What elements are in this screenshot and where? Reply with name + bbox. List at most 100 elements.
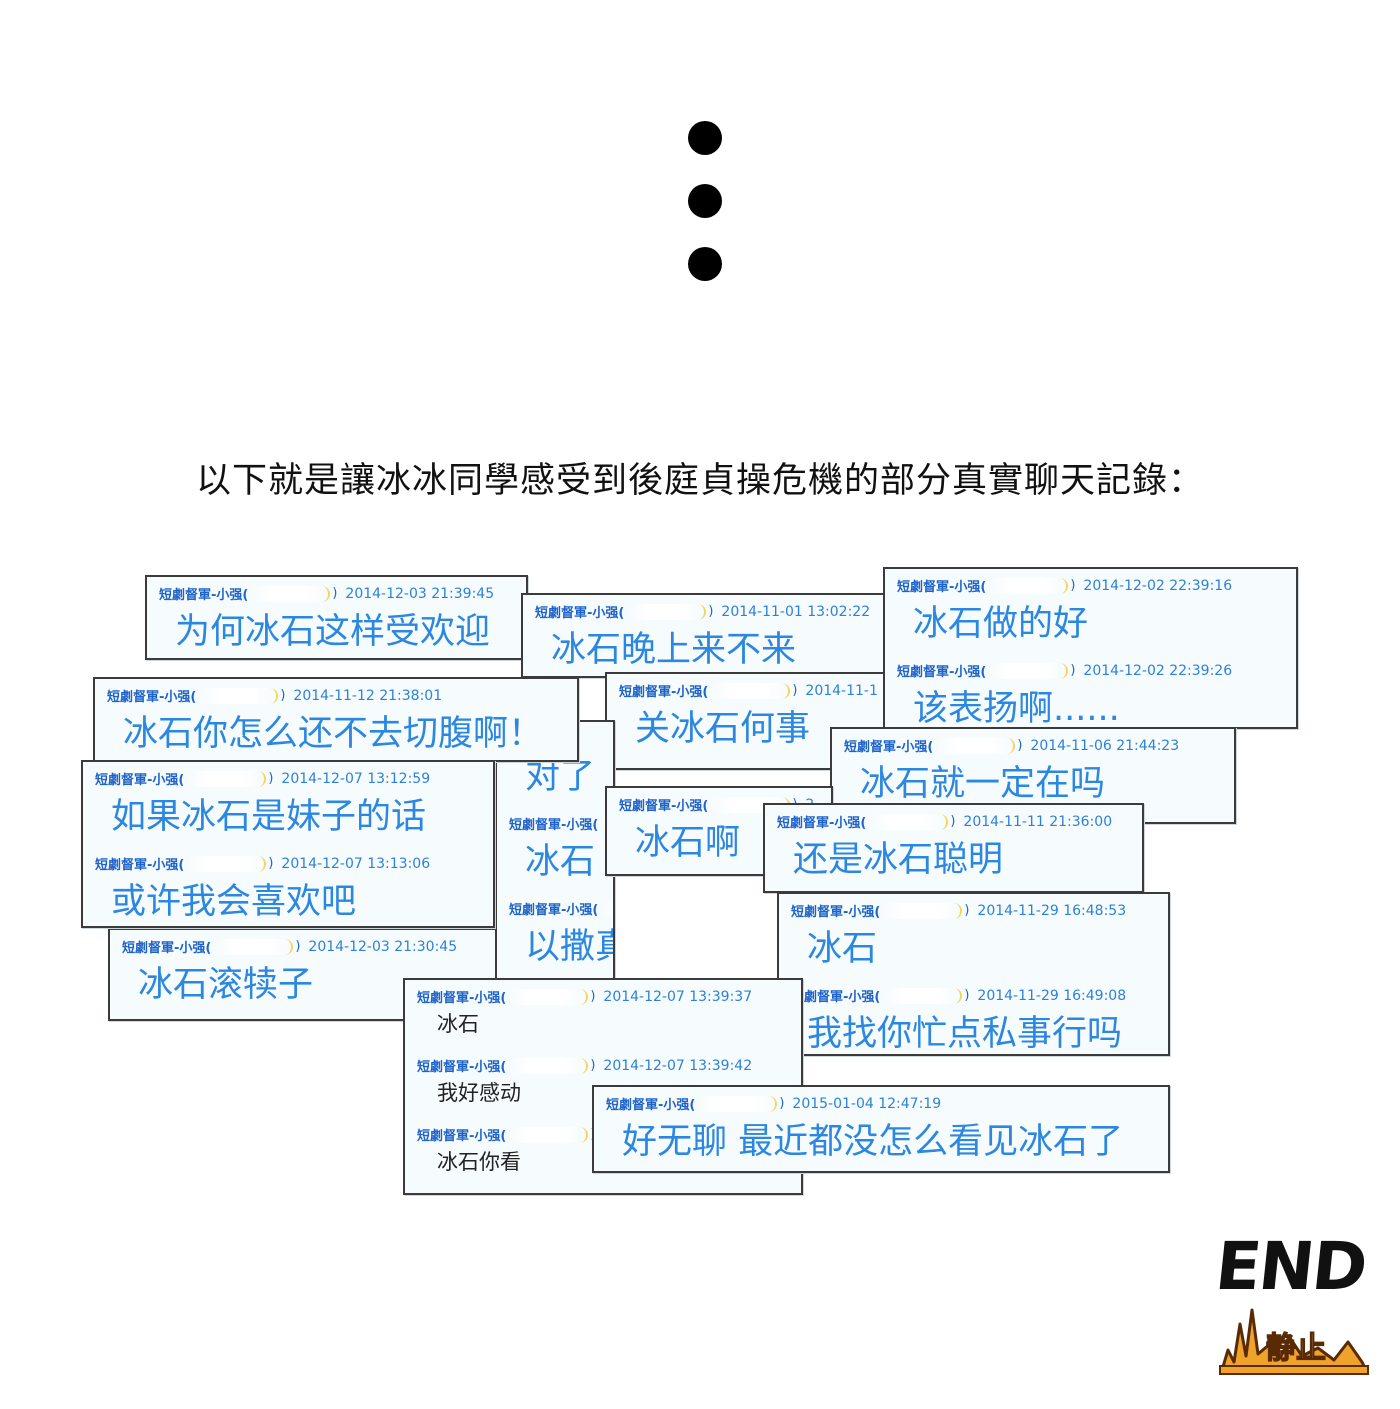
caption: 以下就是讓冰冰同學感受到後庭貞操危機的部分真實聊天記錄：	[195, 461, 1204, 501]
ellipsis-dot	[688, 184, 722, 218]
timestamp: 2015-01-04 12:47:19	[792, 1095, 942, 1112]
sender-close: )	[268, 856, 274, 871]
sender-name: 短劇督軍-小强(	[619, 799, 709, 814]
sender-name: 短劇督軍-小强(	[95, 773, 185, 788]
sender-close: )	[964, 988, 970, 1003]
redacted-id	[198, 687, 279, 704]
message-meta: 短劇督軍-小强()2014-12-03 21:39:45	[159, 583, 494, 603]
message-meta: 短劇督軍-小强() 2014-12-07 13:13:06	[95, 853, 430, 873]
redacted-id	[250, 585, 331, 602]
timestamp: 2014-11-12 21:38:01	[293, 687, 443, 704]
sender-close: )	[792, 683, 798, 698]
timestamp: 2014-11-06 21:44:23	[1030, 737, 1180, 754]
message-text: 我找你忙点私事行吗	[807, 1014, 1123, 1054]
timestamp: 2014-11-01 13:02:22	[721, 603, 871, 620]
message-meta: 短劇督軍-小强()2014-12-02 22:39:16	[897, 575, 1232, 595]
message-meta: 短劇督軍-小强()2014-11-29 16:48:53	[791, 900, 1126, 920]
message-text: 如果冰石是妹子的话	[111, 797, 427, 837]
sender-close: )	[708, 604, 714, 619]
message-meta: 短劇督軍-小强() 2014-11-12 21:38:01	[107, 685, 442, 705]
redacted-id	[988, 577, 1069, 594]
message-meta: 短劇督軍-小强()2014-11-11 21:36:00	[777, 811, 1112, 831]
message-text: 以撒真的好难...	[525, 927, 613, 967]
sender-close: )	[268, 771, 274, 786]
timestamp: 2014-12-07 13:39:42	[603, 1057, 753, 1074]
chat-card: 短劇督軍-小强() 2014-11-12 21:38:01 冰石你怎么还不去切腹啊！	[93, 677, 579, 762]
redacted-id	[697, 1095, 778, 1112]
message-meta: 短劇督軍-小强() 2014-12-02 22:39:26	[897, 660, 1232, 680]
timestamp: 2014-12-07 13:13:06	[281, 855, 431, 872]
redacted-id	[988, 662, 1069, 679]
sender-close: )	[332, 586, 338, 601]
sender-name: 短劇督軍-小强(	[777, 816, 867, 831]
end-label: END	[1211, 1228, 1370, 1305]
message-text: 冰石滚犊子	[138, 965, 314, 1005]
sender-name: 短劇督軍-小强(	[844, 740, 934, 755]
sender-name: 短劇督軍-小强(	[619, 685, 709, 700]
message-text: 关冰石何事	[635, 709, 811, 749]
redacted-id	[626, 603, 707, 620]
timestamp: 2014-11-29 16:49:08	[977, 987, 1127, 1004]
message-text: 冰石	[807, 929, 878, 969]
sender-name: 短劇督軍-小强(	[509, 818, 599, 833]
timestamp: 2014-12-07 13:12:59	[281, 770, 431, 787]
message-text: 冰石你怎么还不去切腹啊！	[123, 714, 544, 754]
message-text: 冰石就一定在吗	[860, 764, 1106, 804]
message-meta: 短劇督軍-小强()2014-11-01 13:02:22	[535, 601, 870, 621]
sender-name: 短劇督軍-小强(	[95, 858, 185, 873]
message-text: 冰石	[437, 1012, 479, 1036]
message-meta: 短劇督軍-小强() 2014-12-07 13:12:59	[95, 768, 430, 788]
message-text: 冰石你看	[437, 1150, 521, 1174]
logo: 静止	[1219, 1308, 1369, 1375]
ellipsis-dot	[688, 121, 722, 155]
message-text: 好无聊 最近都没怎么看见冰石了	[622, 1122, 1124, 1162]
sender-close: )	[590, 989, 596, 1004]
message-meta: 短劇督軍-小强()	[509, 813, 613, 833]
ellipsis-dot	[688, 247, 722, 281]
redacted-id	[213, 938, 294, 955]
message-text: 或许我会喜欢吧	[111, 882, 357, 922]
timestamp: 2014-12-02 22:39:26	[1083, 662, 1233, 679]
sender-name: 短劇督軍-小强(	[897, 580, 987, 595]
message-text: 为何冰石这样受欢迎	[175, 612, 491, 652]
message-text: 该表扬啊......	[913, 689, 1120, 729]
chat-card: 短劇督軍-小强()2015-01-04 12:47:19 好无聊 最近都没怎么看见…	[592, 1085, 1170, 1173]
sender-name: 短劇督軍-小强(	[417, 991, 507, 1006]
message-meta: 短劇督軍-小强() 2014-11-1	[619, 680, 878, 700]
redacted-id	[186, 855, 267, 872]
message-text: 冰石	[525, 842, 596, 882]
sender-name: 短劇督軍-小强(	[897, 665, 987, 680]
redacted-id	[508, 1057, 589, 1074]
sender-close: )	[590, 1058, 596, 1073]
chat-card: 短劇督軍-小强() 2014-11-1 关冰石何事	[605, 672, 893, 770]
redacted-id	[508, 1126, 589, 1143]
sender-name: 短劇督軍-小强(	[791, 905, 881, 920]
message-meta: 短劇督軍-小强()	[417, 1124, 603, 1144]
timestamp: 2014-11-11 21:36:00	[963, 813, 1113, 830]
message-meta: 短劇督軍-小强()2015-01-1	[509, 898, 613, 918]
message-text: 还是冰石聪明	[793, 840, 1004, 880]
redacted-id	[882, 987, 963, 1004]
sender-close: )	[1070, 663, 1076, 678]
sender-name: 短劇督軍-小强(	[791, 990, 881, 1005]
redacted-id	[508, 988, 589, 1005]
timestamp: 2014-12-03 21:39:45	[345, 585, 495, 602]
sender-close: )	[1017, 738, 1023, 753]
message-meta: 短劇督軍-小强()2015-01-04 12:47:19	[606, 1093, 941, 1113]
sender-close: )	[280, 688, 286, 703]
redacted-id	[186, 770, 267, 787]
sender-name: 短劇督軍-小强(	[107, 690, 197, 705]
message-text: 对了	[525, 757, 596, 797]
timestamp: 2014-11-1	[805, 682, 878, 699]
redacted-id	[882, 902, 963, 919]
sender-name: 短劇督軍-小强(	[417, 1060, 507, 1075]
chat-card: 短劇督軍-小强()2014-11-11 21:36:00 还是冰石聪明	[763, 803, 1144, 893]
message-text: 我好感动	[437, 1081, 521, 1105]
logo-text: 静止	[1266, 1331, 1326, 1366]
redacted-id	[600, 900, 613, 917]
